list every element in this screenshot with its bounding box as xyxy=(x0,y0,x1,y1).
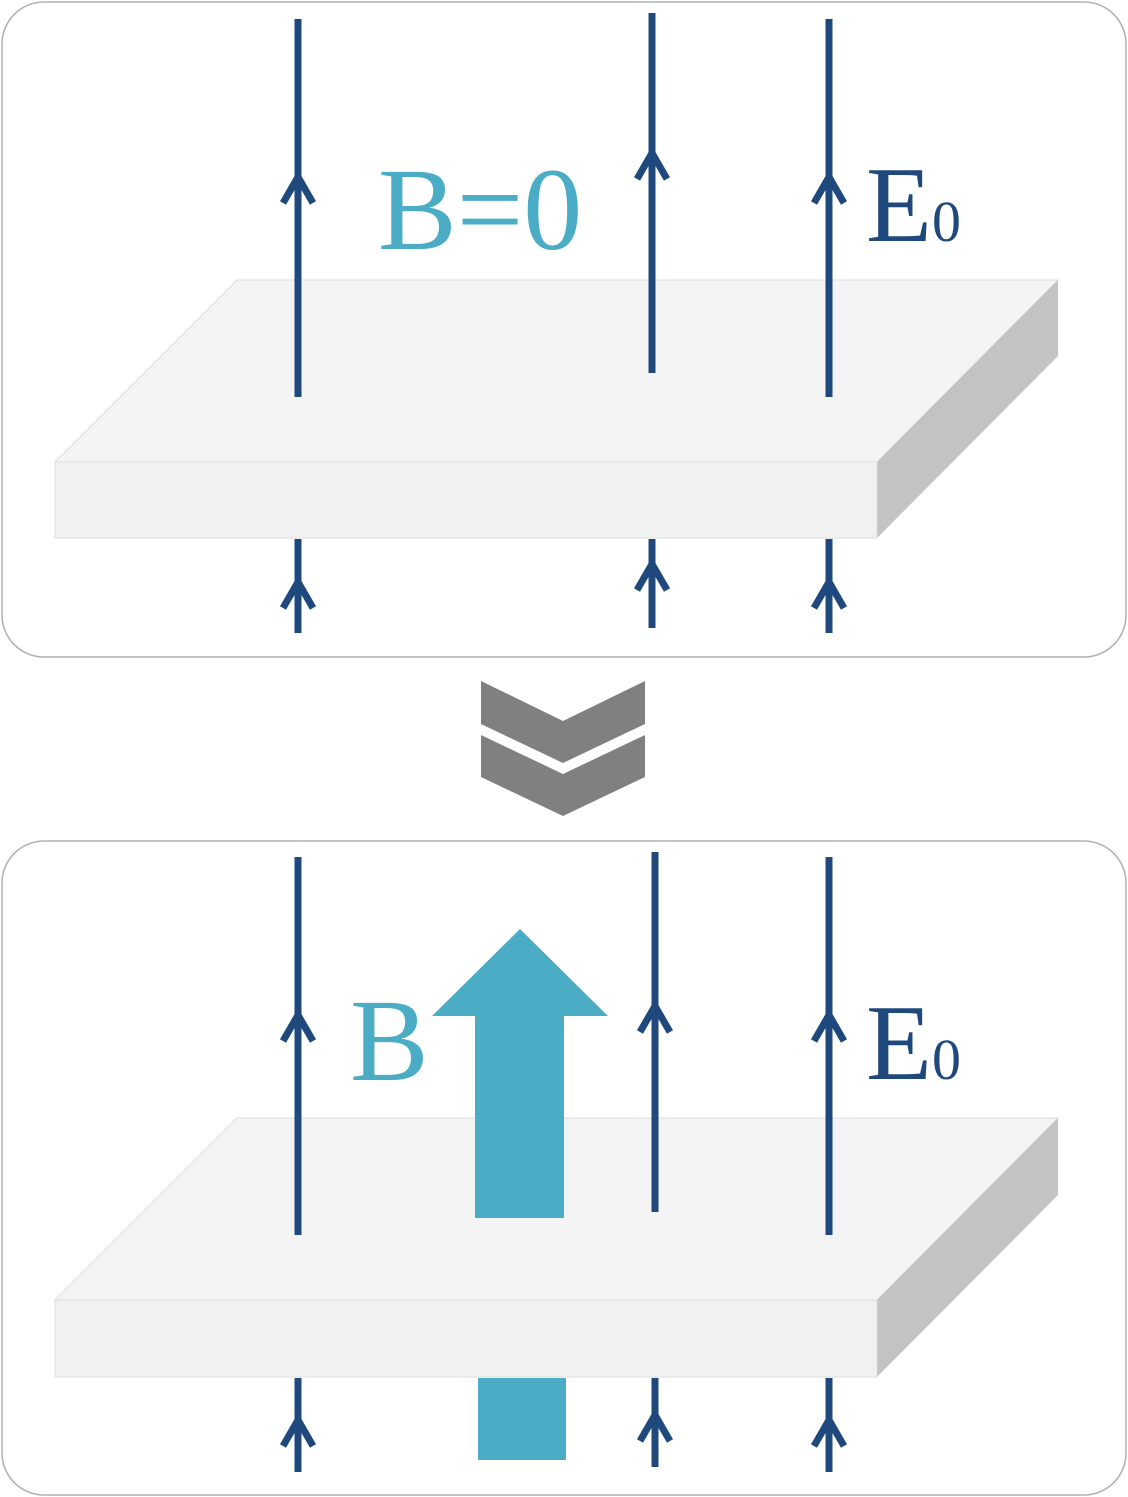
slab-top xyxy=(53,279,1060,539)
arrow-up-icon xyxy=(810,1007,848,1043)
arrow-up-icon xyxy=(279,1007,317,1043)
slab-side-face xyxy=(877,280,1058,538)
arrow-up-icon xyxy=(636,1407,674,1443)
chevron-upper xyxy=(481,681,645,763)
magnetic-field-arrow-tail xyxy=(478,1378,566,1460)
electric-field-lines-bottom xyxy=(279,852,848,1235)
electric-field-lines-below-top xyxy=(279,539,848,633)
chevron-lower xyxy=(481,735,645,816)
slab-front-face xyxy=(54,1299,878,1378)
panel-top: B=0 E0 xyxy=(1,1,1127,658)
slab-side-face xyxy=(877,1118,1058,1377)
double-chevron-down-icon xyxy=(481,681,645,816)
arrow-up-icon xyxy=(636,998,674,1034)
electric-field-label: E0 xyxy=(866,984,961,1103)
electric-field-label: E0 xyxy=(866,146,961,265)
magnetic-field-arrow-icon xyxy=(432,929,608,1218)
electric-field-lines-below-bottom xyxy=(279,1378,848,1472)
magnetic-field-label: B=0 xyxy=(378,144,582,275)
arrow-up-icon xyxy=(279,574,317,610)
electric-field-lines-top xyxy=(279,13,848,397)
arrow-up-icon xyxy=(810,169,848,205)
arrow-up-icon xyxy=(633,556,671,592)
slab-front-face xyxy=(54,461,878,539)
arrow-up-icon xyxy=(810,574,848,610)
arrow-up-icon xyxy=(279,169,317,205)
arrow-up-icon xyxy=(810,1412,848,1448)
arrow-up-icon xyxy=(633,145,671,181)
magnetic-field-label: B xyxy=(350,975,429,1106)
arrow-up-icon xyxy=(279,1412,317,1448)
panel-bottom: B E0 xyxy=(1,840,1127,1496)
